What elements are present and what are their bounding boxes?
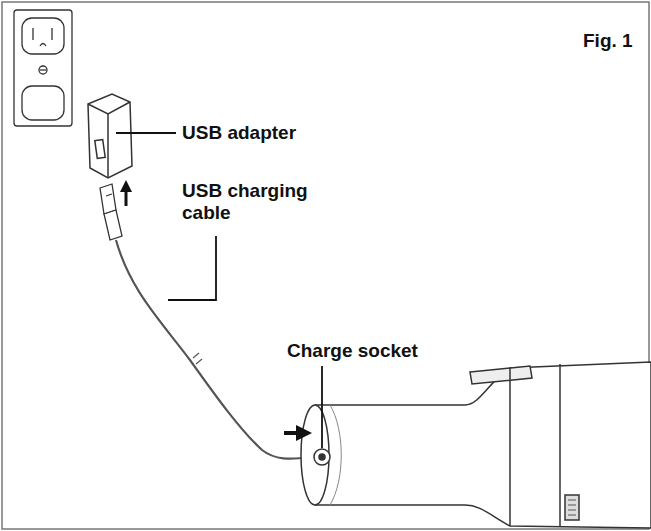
part-name: Charge socket xyxy=(287,340,418,362)
usb-adapter xyxy=(88,94,132,178)
cable-highlight xyxy=(118,240,310,455)
usb-cable xyxy=(116,240,310,459)
cable-tie xyxy=(193,353,202,364)
insert-arrow xyxy=(284,431,304,435)
part-name: USB adapter xyxy=(182,122,296,144)
wall-outlet xyxy=(14,10,72,126)
handheld-vacuum xyxy=(301,362,651,528)
part-name: USB charging cable xyxy=(182,180,322,224)
insert-arrow xyxy=(125,186,128,206)
figure-number: Fig. 1 xyxy=(583,30,633,52)
leader-lines xyxy=(116,133,322,448)
usb-plug xyxy=(100,184,122,240)
